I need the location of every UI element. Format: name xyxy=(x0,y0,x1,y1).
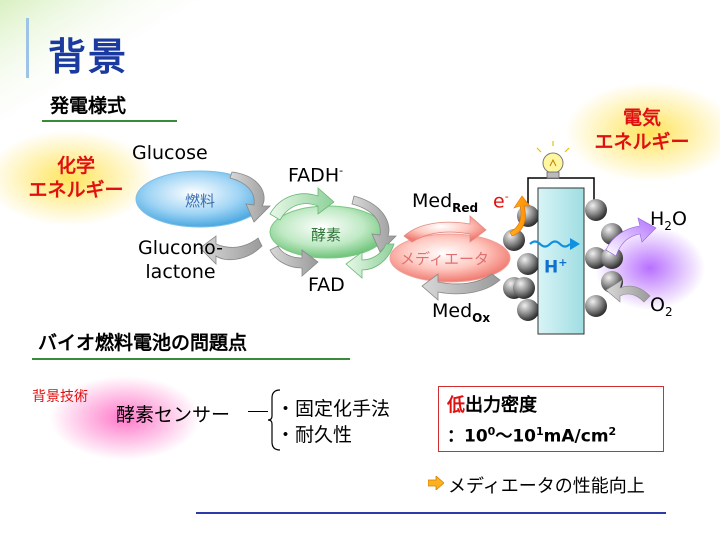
enzyme-arrow-right xyxy=(351,195,397,253)
proton-label: H+ xyxy=(544,256,568,278)
electrical-energy-label: 電気 エネルギー xyxy=(594,107,690,153)
fad-label: FAD xyxy=(308,274,345,296)
bottom-rule xyxy=(196,512,666,514)
enzyme-label: 酵素 xyxy=(311,226,342,244)
gluconolactone-label: Glucono- lactone xyxy=(138,237,223,283)
electrode-particles xyxy=(503,199,623,321)
output-low-label: 低 xyxy=(447,395,465,416)
water-arrow xyxy=(605,217,657,257)
enzyme-arrow-bottom-left xyxy=(269,245,319,277)
section-heading-problems: バイオ燃料電池の問題点 xyxy=(38,332,248,354)
section-heading-power-mode: 発電様式 xyxy=(50,95,127,117)
mediator-arrow-top xyxy=(403,215,487,243)
mediator-label: メディエータ xyxy=(400,250,489,268)
electron-label: e- xyxy=(493,190,509,213)
circuit-wire xyxy=(527,177,595,208)
section2-underline xyxy=(32,358,350,360)
electrolyte-membrane xyxy=(537,187,585,335)
glucose-label: Glucose xyxy=(132,142,208,164)
improvement-label: メディエータの性能向上 xyxy=(448,476,645,497)
enzyme-sensor-label: 酵素センサー xyxy=(116,404,231,426)
mediator-ellipse xyxy=(389,233,511,283)
med-red-label: MedRed xyxy=(412,190,479,215)
bullet-durability: ・耐久性 xyxy=(276,424,353,446)
proton-wave-arrow xyxy=(529,240,571,248)
section1-underline xyxy=(42,120,177,122)
enzyme-sensor-connector xyxy=(248,411,268,412)
med-ox-label: MedOx xyxy=(432,300,491,325)
bullet-list: ・固定化手法 ・耐久性 xyxy=(276,396,390,448)
light-bulb-icon xyxy=(542,152,564,174)
output-density-value: ：100～101mA/cm2 xyxy=(447,425,617,447)
enzyme-arrow-top-left xyxy=(269,187,335,221)
fuel-arrow-bottom xyxy=(199,235,263,265)
page-title: 背景 xyxy=(48,35,129,79)
enzyme-arrow-bottom-right xyxy=(345,243,395,279)
background-tech-label: 背景技術 xyxy=(32,389,88,405)
electron-arrow xyxy=(509,195,531,237)
oxygen-label: O2 xyxy=(650,294,673,319)
fuel-label: 燃料 xyxy=(185,192,216,210)
output-density-box: 低出力密度 ：100～101mA/cm2 xyxy=(438,386,664,452)
arrow-right-icon xyxy=(428,476,444,490)
bullet-immobilization: ・固定化手法 xyxy=(276,398,391,420)
mediator-arrow-bottom xyxy=(421,273,501,301)
bracket xyxy=(268,389,281,451)
fadh-label: FADH- xyxy=(288,164,344,187)
water-label: H2O xyxy=(650,208,687,233)
chemical-energy-label: 化学 エネルギー xyxy=(28,155,124,201)
fuel-arrow-top xyxy=(229,171,271,223)
title-vertical-line xyxy=(26,18,29,78)
oxygen-arrow xyxy=(605,279,651,303)
